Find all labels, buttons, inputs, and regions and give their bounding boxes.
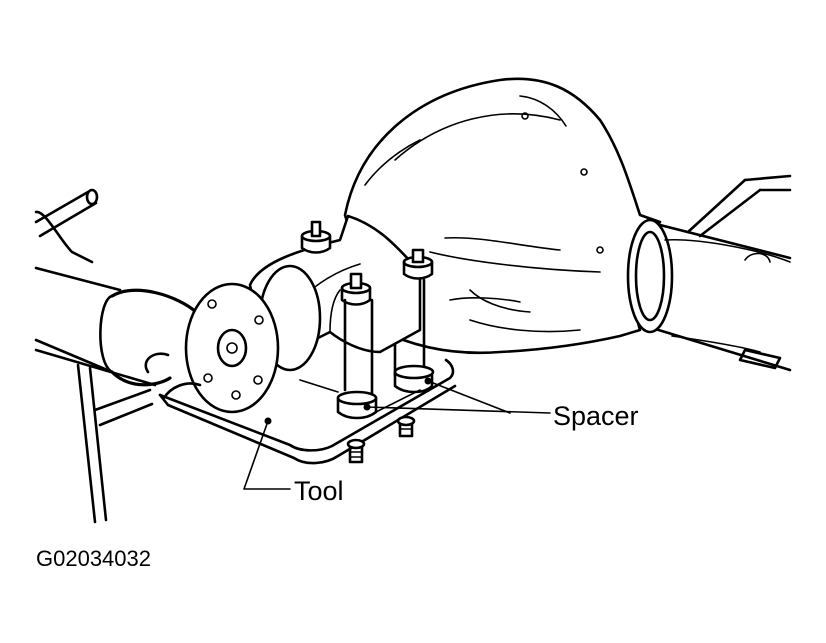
tool-label: Tool	[294, 476, 344, 506]
spacer-label: Spacer	[553, 401, 639, 431]
spacer-leaders	[363, 377, 551, 414]
mounting-legs	[343, 278, 426, 400]
right-axle-tube	[626, 174, 792, 372]
left-axle-tube	[34, 210, 198, 387]
companion-flange	[184, 264, 322, 414]
tool-plate	[158, 358, 457, 465]
spacer-front	[336, 390, 378, 420]
mounting-studs	[300, 220, 434, 306]
left-stub-shaft	[34, 188, 99, 238]
figure-code: G02034032	[36, 546, 151, 571]
tool-leader	[243, 417, 291, 490]
support-stand	[34, 348, 157, 524]
